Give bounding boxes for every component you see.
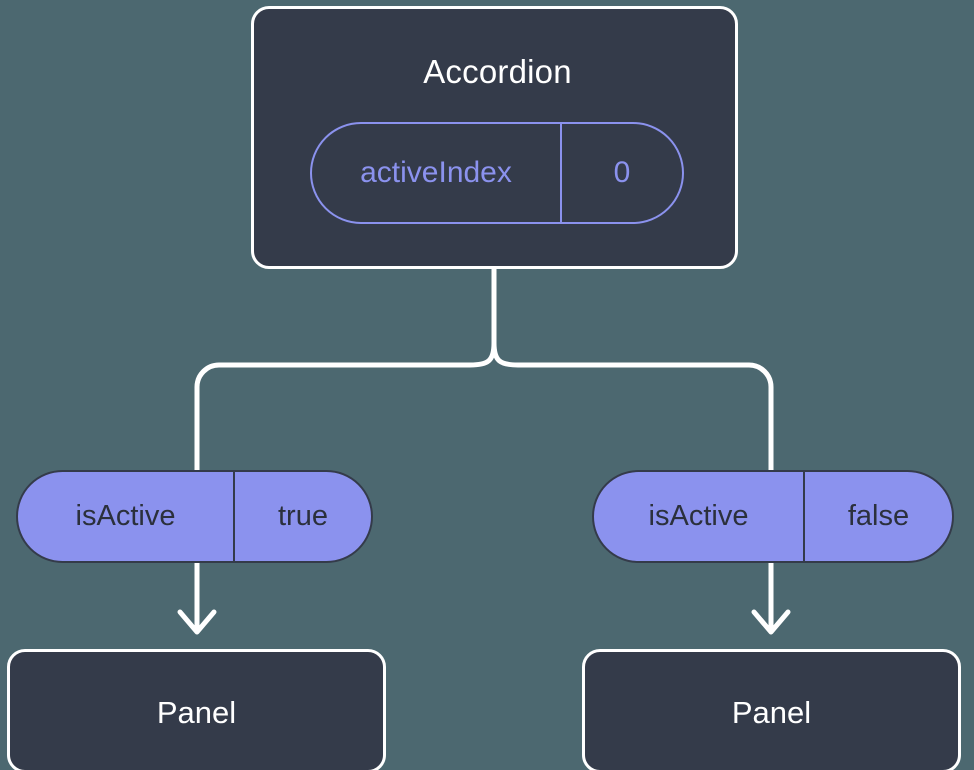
edge-split-left bbox=[219, 342, 497, 368]
prop-pill-value: true bbox=[278, 500, 328, 532]
panel-node-left[interactable]: Panel bbox=[7, 649, 386, 770]
accordion-node[interactable]: Accordion activeIndex 0 bbox=[251, 6, 738, 269]
panel-node-right[interactable]: Panel bbox=[582, 649, 961, 770]
state-pill-key: activeIndex bbox=[312, 124, 562, 222]
prop-pill-key: isActive bbox=[594, 472, 805, 561]
panel-node-label: Panel bbox=[156, 695, 237, 730]
prop-pill-is-active-true[interactable]: isActive true bbox=[16, 470, 373, 563]
prop-pill-is-active-false[interactable]: isActive false bbox=[592, 470, 954, 563]
state-pill-value: 0 bbox=[613, 156, 631, 189]
panel-node-label: Panel bbox=[731, 695, 812, 730]
edge-to-pill-right bbox=[748, 362, 774, 470]
prop-pill-key: isActive bbox=[18, 472, 235, 561]
arrow-right-head-icon bbox=[751, 609, 791, 635]
arrow-left-head-icon bbox=[177, 609, 217, 635]
edge-split-right bbox=[491, 342, 749, 368]
edge-to-pill-left bbox=[194, 362, 220, 470]
prop-pill-value: false bbox=[847, 500, 910, 532]
accordion-node-label: Accordion bbox=[423, 53, 572, 90]
state-pill-active-index[interactable]: activeIndex 0 bbox=[310, 122, 684, 224]
